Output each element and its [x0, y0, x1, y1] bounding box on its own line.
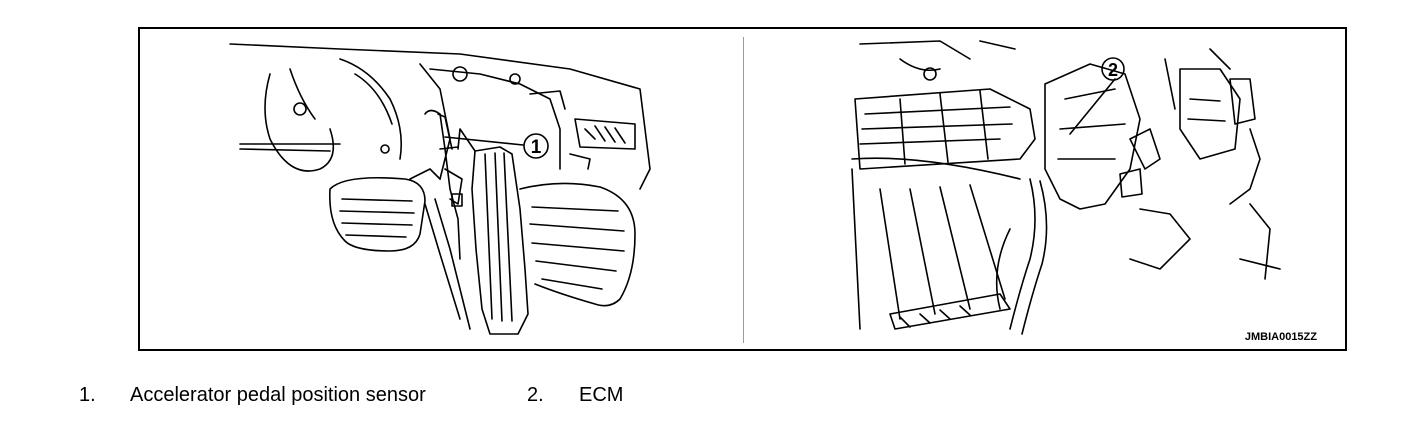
left-panel-pedals: [229, 43, 651, 335]
legend-label-1: Accelerator pedal position sensor: [130, 384, 426, 406]
figure-reference-code: JMBIA0015ZZ: [1244, 331, 1317, 343]
diagram-frame: 1 2 JMBIA0015ZZ: [138, 27, 1347, 351]
legend-label-2: ECM: [579, 384, 624, 406]
callout-1-number: 1: [531, 137, 542, 158]
callout-2-number: 2: [1108, 60, 1118, 80]
right-panel-ecm: [851, 40, 1281, 335]
legend: 1. Accelerator pedal position sensor 2. …: [0, 384, 1408, 414]
legend-number-1: 1.: [79, 384, 96, 406]
panel-divider: [743, 37, 744, 343]
diagram-drawing: 1 2: [229, 40, 1281, 335]
legend-number-2: 2.: [527, 384, 544, 406]
